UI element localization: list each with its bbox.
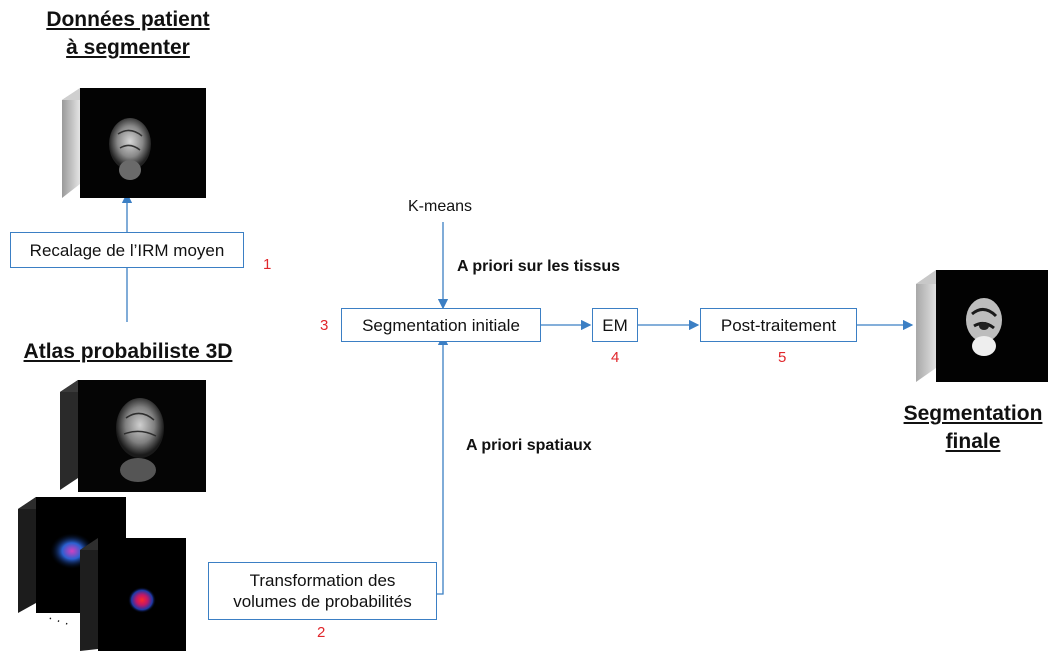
recalage-box: Recalage de l’IRM moyen <box>10 232 244 268</box>
a-priori-spatiaux-label: A priori spatiaux <box>466 437 592 454</box>
segmentation-initiale-box: Segmentation initiale <box>341 308 541 342</box>
patient-data-heading: Données patient à segmenter <box>28 6 228 62</box>
step-number-3: 3 <box>320 317 329 334</box>
patient-data-heading-line1: Données patient <box>46 8 210 31</box>
patient-mri-cube <box>62 88 206 198</box>
probability-volume-cube-2 <box>80 538 186 651</box>
final-segmentation-cube <box>916 270 1048 382</box>
brain-slice-icon <box>109 118 151 170</box>
final-segmentation-heading-line2: finale <box>945 430 1001 453</box>
atlas-brain-icon <box>116 398 164 458</box>
probability-blob-icon <box>128 587 156 613</box>
transformation-box-line2: volumes de probabilités <box>233 592 412 611</box>
atlas-heading: Atlas probabiliste 3D <box>23 340 233 363</box>
post-traitement-box: Post-traitement <box>700 308 857 342</box>
atlas-mri-cube <box>60 380 206 492</box>
step-number-4: 4 <box>611 349 620 366</box>
a-priori-tissus-label: A priori sur les tissus <box>457 258 621 275</box>
arrow-transformation-to-segmentation <box>437 334 449 595</box>
step-number-5: 5 <box>778 349 787 366</box>
em-box: EM <box>592 308 638 342</box>
final-segmentation-heading: Segmentation finale <box>898 400 1048 456</box>
transformation-box: Transformation des volumes de probabilit… <box>208 562 437 620</box>
kmeans-label: K-means <box>408 198 473 215</box>
step-number-2: 2 <box>317 624 326 641</box>
step-number-1: 1 <box>263 256 272 273</box>
patient-data-heading-line2: à segmenter <box>66 36 190 59</box>
final-segmentation-heading-line1: Segmentation <box>903 402 1043 425</box>
segmented-brain-icon <box>966 298 1002 342</box>
transformation-box-line1: Transformation des <box>249 571 396 590</box>
